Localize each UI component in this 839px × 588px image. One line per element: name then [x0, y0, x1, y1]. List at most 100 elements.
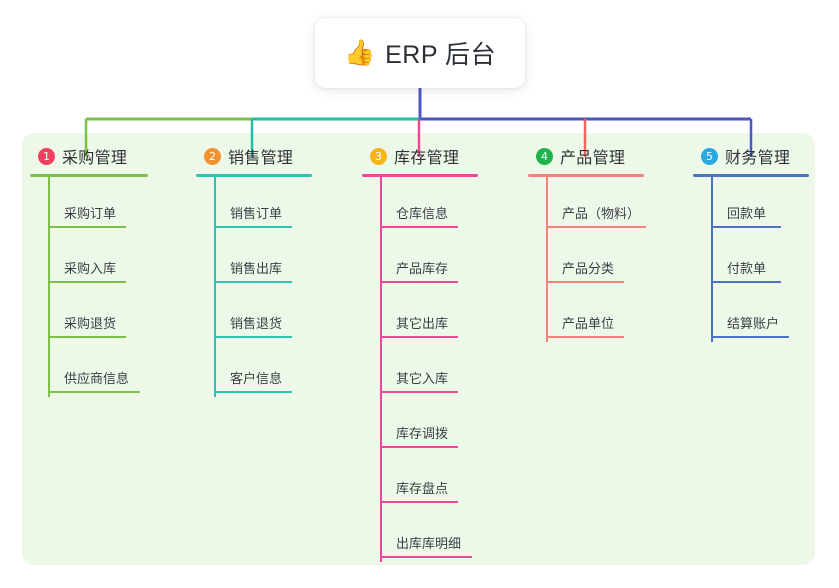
leaf-node[interactable]: 产品（物料）: [528, 177, 646, 232]
branch-column-3: 3 库存管理仓库信息产品库存其它出库其它入库库存调拨库存盘点出库库明细: [362, 143, 478, 562]
root-node-card[interactable]: 👍 ERP 后台: [315, 18, 525, 88]
branch-column-5: 5 财务管理回款单付款单结算账户: [693, 143, 809, 342]
branch-badge-5: 5: [701, 147, 718, 165]
branch-column-4: 4 产品管理产品（物料） 产品分类产品单位: [528, 143, 646, 342]
leaf-node-label: 产品分类: [562, 261, 615, 276]
leaf-node-rule: [380, 501, 458, 503]
branch-spine-5: [711, 177, 713, 342]
branch-header-2[interactable]: 2 销售管理: [196, 143, 312, 169]
leaf-node[interactable]: 产品库存: [362, 232, 478, 287]
leaf-node-rule: [214, 281, 292, 283]
leaf-node-label: 回款单: [727, 206, 767, 221]
leaf-node-rule: [214, 226, 292, 228]
leaf-node-label: 产品（物料）: [562, 206, 641, 221]
leaf-node-rule: [48, 391, 140, 393]
leaf-node[interactable]: 出库库明细: [362, 507, 478, 562]
leaf-node-label: 产品库存: [396, 261, 449, 276]
leaf-node[interactable]: 客户信息: [196, 342, 312, 397]
leaf-node-rule: [214, 336, 292, 338]
branch-badge-1: 1: [38, 147, 55, 165]
branch-spine-3: [380, 177, 382, 562]
leaf-node-label: 销售订单: [230, 206, 283, 221]
branch-badge-2: 2: [204, 147, 221, 165]
thumbs-up-icon: 👍: [343, 38, 376, 67]
leaf-node-label: 结算账户: [727, 316, 780, 331]
leaf-node[interactable]: 采购退货: [30, 287, 148, 342]
leaf-node[interactable]: 销售出库: [196, 232, 312, 287]
leaf-node[interactable]: 库存调拨: [362, 397, 478, 452]
leaf-node[interactable]: 采购入库: [30, 232, 148, 287]
diagram-canvas: [22, 133, 815, 565]
leaf-node-rule: [711, 281, 781, 283]
branch-rule-5: [693, 174, 809, 177]
leaf-node-label: 采购入库: [64, 261, 117, 276]
leaf-node-label: 其它入库: [396, 371, 449, 386]
leaf-node[interactable]: 销售订单: [196, 177, 312, 232]
leaf-node-label: 付款单: [727, 261, 767, 276]
branch-spine-1: [48, 177, 50, 397]
branch-rule-1: [30, 174, 148, 177]
leaf-node-rule: [380, 556, 472, 558]
leaf-node[interactable]: 回款单: [693, 177, 809, 232]
leaf-node-label: 采购订单: [64, 206, 117, 221]
branch-header-1[interactable]: 1 采购管理: [30, 143, 148, 169]
leaf-node-rule: [711, 226, 781, 228]
branch-column-2: 2 销售管理销售订单销售出库销售退货客户信息: [196, 143, 312, 397]
branch-badge-4: 4: [536, 147, 553, 165]
branch-items-3: 仓库信息产品库存其它出库其它入库库存调拨库存盘点出库库明细: [362, 177, 478, 562]
branch-title-2: 销售管理: [228, 150, 294, 167]
leaf-node-rule: [48, 336, 126, 338]
leaf-node-label: 仓库信息: [396, 206, 449, 221]
leaf-node[interactable]: 仓库信息: [362, 177, 478, 232]
branch-column-1: 1 采购管理采购订单采购入库采购退货供应商信息: [30, 143, 148, 397]
leaf-node[interactable]: 产品单位: [528, 287, 644, 342]
leaf-node-rule: [711, 336, 789, 338]
leaf-node-label: 销售退货: [230, 316, 283, 331]
leaf-node-rule: [546, 336, 624, 338]
branch-title-3: 库存管理: [394, 150, 460, 167]
branch-items-1: 采购订单采购入库采购退货供应商信息: [30, 177, 148, 397]
leaf-node[interactable]: 其它出库: [362, 287, 478, 342]
leaf-node[interactable]: 结算账户: [693, 287, 809, 342]
branch-spine-4: [546, 177, 548, 342]
leaf-node[interactable]: 采购订单: [30, 177, 148, 232]
branch-items-4: 产品（物料） 产品分类产品单位: [528, 177, 646, 342]
leaf-node-rule: [380, 391, 458, 393]
branch-rule-4: [528, 174, 644, 177]
root-node-content: 👍 ERP 后台: [344, 35, 496, 71]
leaf-node-label: 销售出库: [230, 261, 283, 276]
branch-rule-3: [362, 174, 478, 177]
branch-title-5: 财务管理: [725, 150, 791, 167]
leaf-node-label: 库存调拨: [396, 426, 449, 441]
leaf-node[interactable]: 其它入库: [362, 342, 478, 397]
leaf-node-rule: [380, 446, 458, 448]
leaf-node-label: 产品单位: [562, 316, 615, 331]
leaf-node-label: 库存盘点: [396, 481, 449, 496]
leaf-node[interactable]: 产品分类: [528, 232, 644, 287]
branch-spine-2: [214, 177, 216, 397]
leaf-node-label: 其它出库: [396, 316, 449, 331]
branch-items-5: 回款单付款单结算账户: [693, 177, 809, 342]
leaf-node-rule: [48, 226, 126, 228]
branch-header-5[interactable]: 5 财务管理: [693, 143, 809, 169]
leaf-node[interactable]: 库存盘点: [362, 452, 478, 507]
leaf-node-label: 客户信息: [230, 371, 283, 386]
leaf-node[interactable]: 供应商信息: [30, 342, 148, 397]
branch-title-1: 采购管理: [62, 150, 128, 167]
leaf-node-rule: [546, 281, 624, 283]
leaf-node-rule: [48, 281, 126, 283]
branch-items-2: 销售订单销售出库销售退货客户信息: [196, 177, 312, 397]
branch-rule-2: [196, 174, 312, 177]
leaf-node[interactable]: 销售退货: [196, 287, 312, 342]
leaf-node-rule: [380, 281, 458, 283]
leaf-node-rule: [380, 226, 458, 228]
branch-header-3[interactable]: 3 库存管理: [362, 143, 478, 169]
branch-badge-3: 3: [370, 147, 387, 165]
branch-header-4[interactable]: 4 产品管理: [528, 143, 644, 169]
leaf-node-label: 采购退货: [64, 316, 117, 331]
branch-title-4: 产品管理: [560, 150, 626, 167]
leaf-node[interactable]: 付款单: [693, 232, 809, 287]
root-node-title: ERP 后台: [385, 41, 497, 69]
